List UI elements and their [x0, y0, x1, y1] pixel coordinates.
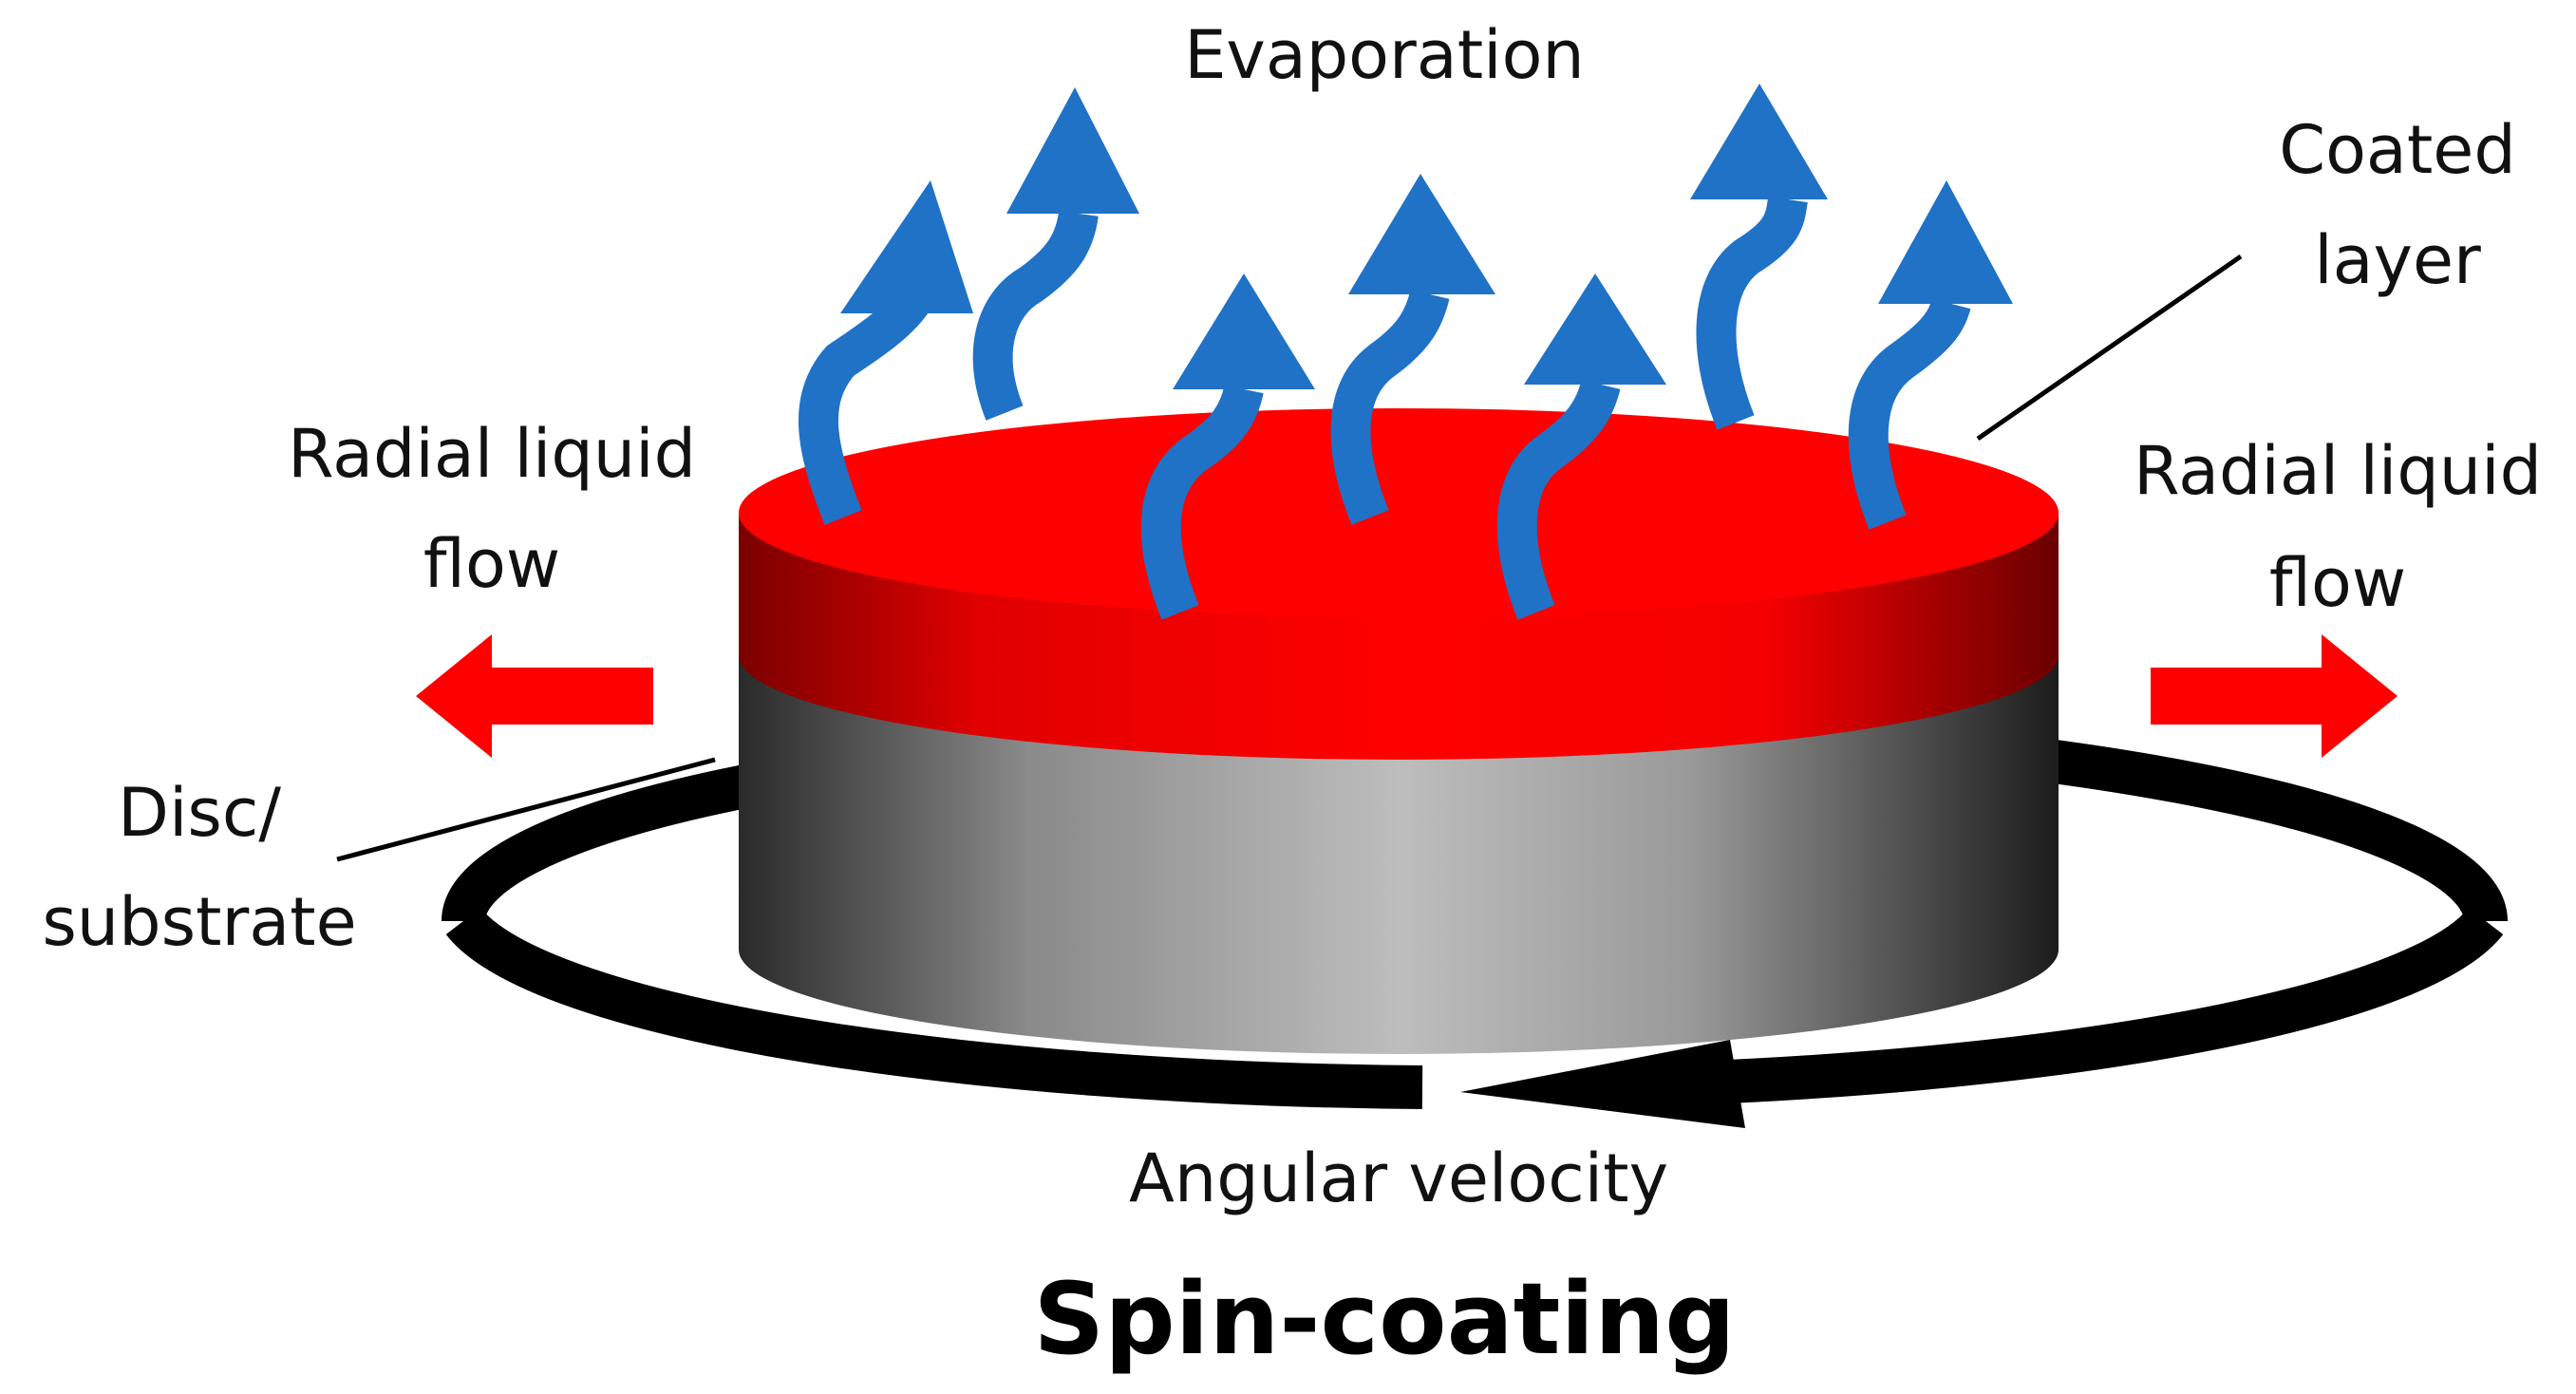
diagram-title: Spin-coating	[1033, 1261, 1735, 1377]
coated-layer-leader-line	[1976, 254, 2243, 442]
substrate-label-line1: Disc/	[118, 774, 281, 852]
radial-flow-left-label-line2: flow	[423, 525, 560, 603]
coated-layer-label-line1: Coated	[2279, 111, 2516, 189]
radial-flow-right-label-line1: Radial liquid	[2134, 432, 2542, 510]
evaporation-label: Evaporation	[1184, 16, 1585, 94]
radial-flow-arrow-right	[2151, 634, 2397, 758]
evaporation-arrow-7	[1848, 180, 2013, 530]
radial-flow-arrow-left	[416, 634, 653, 758]
evaporation-arrow-4	[1330, 174, 1495, 525]
evaporation-arrow-5	[1496, 273, 1666, 620]
coated-layer-label-line2: layer	[2314, 221, 2481, 299]
substrate-leader-line	[336, 757, 716, 862]
substrate-disc	[739, 646, 2059, 1054]
evaporation-arrow-3	[1140, 273, 1315, 620]
evaporation-arrows	[799, 84, 2013, 620]
evaporation-arrow-1	[799, 180, 973, 525]
coated-layer	[739, 408, 2059, 760]
evaporation-arrow-2	[972, 87, 1139, 421]
evaporation-arrow-6	[1690, 84, 1828, 430]
rotation-arrowhead	[1460, 1040, 1745, 1128]
angular-velocity-label: Angular velocity	[1129, 1140, 1668, 1217]
rotation-arrow	[445, 907, 2504, 1128]
radial-flow-right-label-line2: flow	[2269, 544, 2406, 622]
radial-flow-left-label-line1: Radial liquid	[288, 415, 696, 493]
substrate-label-line2: substrate	[42, 883, 356, 961]
